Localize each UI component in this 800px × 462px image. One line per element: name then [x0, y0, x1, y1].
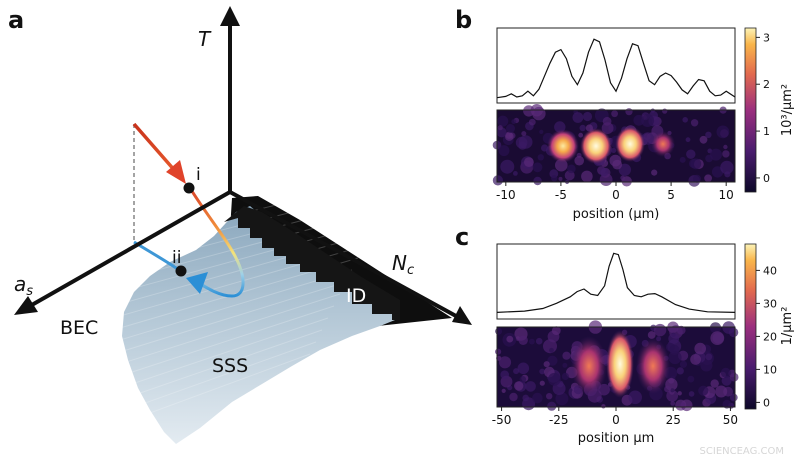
- x-tick-label: 25: [666, 413, 681, 427]
- panel-b-colorbar: 0 1 2 3: [744, 27, 770, 193]
- trajectory-arrowhead: [186, 272, 208, 294]
- colorbar-tick-label: 20: [763, 330, 777, 343]
- panel-b-colorbar-label: 10³/μm²: [780, 84, 795, 136]
- x-tick-label: -50: [492, 413, 512, 427]
- axis-t-label: T: [198, 27, 212, 51]
- panel-b-density-image: [492, 104, 736, 187]
- point-ii: [175, 265, 187, 277]
- trajectory: [188, 187, 245, 298]
- panel-c-profile-line: [496, 252, 736, 313]
- axes-3d: [29, 22, 457, 318]
- x-tick-label: -25: [549, 413, 569, 427]
- colorbar-tick-label: 0: [763, 172, 770, 185]
- colorbar-tick-label: 3: [763, 31, 770, 44]
- axis-as-label: as: [14, 272, 33, 299]
- colorbar-tick-label: 10: [763, 363, 777, 376]
- colorbar-tick-label: 40: [763, 264, 777, 277]
- colorbar-tick-label: 2: [763, 78, 770, 91]
- region-id-label: ID: [346, 285, 366, 307]
- x-tick-label: 0: [612, 188, 620, 202]
- nc-axis-arrowhead: [452, 306, 472, 325]
- colorbar-tick-label: 1: [763, 125, 770, 138]
- panel-c-letter: c: [455, 223, 469, 251]
- panel-a: a i ii: [8, 6, 472, 444]
- panel-b-x-ticks: -10 -5 0 5 10: [496, 182, 734, 202]
- panel-c-xlabel: position μm: [578, 431, 655, 446]
- point-ii-label: ii: [172, 248, 181, 268]
- x-tick-label: 10: [719, 188, 734, 202]
- panel-a-letter: a: [8, 6, 24, 34]
- colorbar-tick-label: 30: [763, 297, 777, 310]
- panel-c-profile-frame: [496, 243, 736, 320]
- colorbar-tick-label: 0: [763, 396, 770, 409]
- panel-b-letter: b: [455, 6, 472, 34]
- panel-b-profile-frame: [496, 27, 736, 104]
- region-sss-label: SSS: [212, 355, 248, 377]
- panel-c-colorbar: 0 10 20 30 40: [744, 243, 777, 410]
- x-tick-label: 50: [723, 413, 738, 427]
- panel-b-profile-line: [496, 38, 736, 99]
- axis-nc-label: Nc: [392, 251, 414, 278]
- panel-b-xlabel: position (μm): [573, 207, 660, 222]
- point-i: [183, 182, 195, 194]
- quench-arrow: [132, 122, 186, 184]
- as-axis-arrowhead: [14, 296, 38, 315]
- region-bec-label: BEC: [60, 317, 98, 339]
- panel-b: b -10 -5 0 5 10 position (μm) 0 1 2 3 10³/μm²: [455, 6, 795, 222]
- x-tick-label: 5: [667, 188, 675, 202]
- x-tick-label: 0: [612, 413, 620, 427]
- x-tick-label: -10: [496, 188, 516, 202]
- panel-c-density-image: [495, 320, 739, 412]
- phase-boundary: [224, 206, 400, 320]
- panel-c-x-ticks: -50 -25 0 25 50: [492, 407, 738, 427]
- panel-c: c -50 -25 0 25 50 position μm 0 10 20 30 40 1/μm…: [455, 223, 795, 446]
- watermark: SCIENCEAG.COM: [700, 446, 784, 457]
- panel-c-colorbar-label: 1/μm²: [780, 307, 795, 346]
- point-i-label: i: [196, 165, 201, 185]
- x-tick-label: -5: [555, 188, 567, 202]
- t-axis-arrowhead: [220, 6, 240, 26]
